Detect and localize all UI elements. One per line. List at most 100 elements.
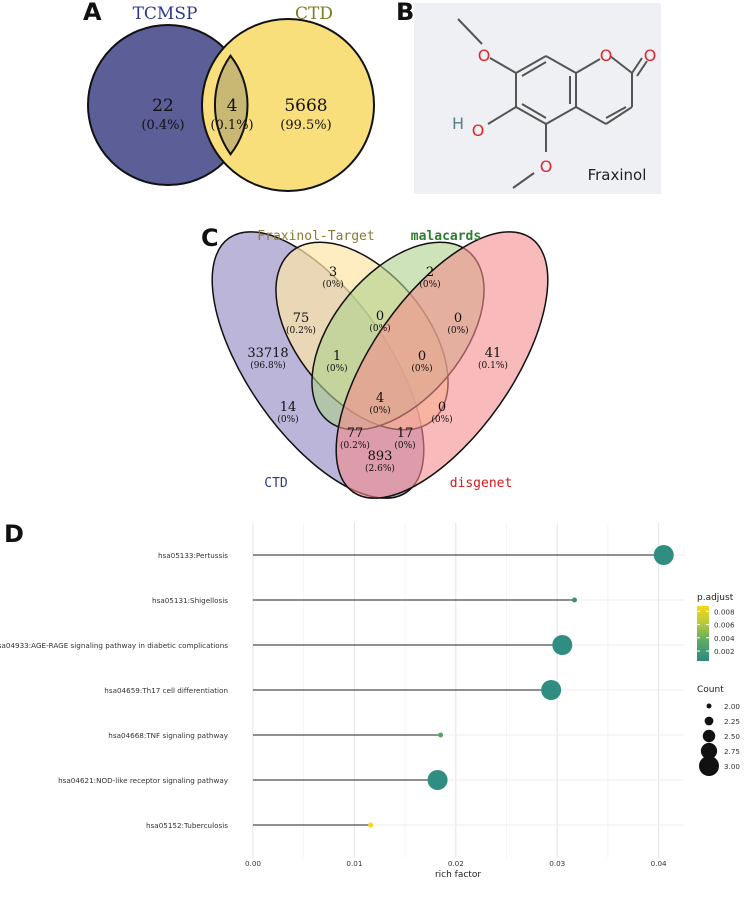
venn4-r-m-dis-pct: (0%) xyxy=(447,325,468,336)
x-tick-label: 0.00 xyxy=(245,859,261,868)
venn4-r-ctd-m-pct: (0%) xyxy=(277,414,298,425)
legend-size-label: 2.00 xyxy=(724,702,740,711)
atom-o-methoxy-bottom: O xyxy=(540,157,553,176)
category-label: hsa04621:NOD-like receptor signaling pat… xyxy=(58,776,229,785)
lollipop-point xyxy=(368,822,374,828)
chart-marks xyxy=(253,545,674,828)
venn4-r-ctd-dis-pct: (2.6%) xyxy=(365,463,395,474)
atom-h-hydroxyl: H xyxy=(452,114,464,133)
legend-color-ticks: 0.008 0.006 0.004 0.002 xyxy=(697,607,735,656)
lollipop-point xyxy=(571,597,577,603)
legend-color-tick-label: 0.004 xyxy=(714,634,735,643)
lollipop-point xyxy=(552,635,573,655)
venn4-r-ft-dis-count: 0 xyxy=(438,400,446,415)
venn4-r-ctd-ft-dis-pct: (0%) xyxy=(394,440,415,451)
venn4-r-m-pct: (0%) xyxy=(419,279,440,290)
panel-c: C Fraxinol-Target malacards CTD disgenet… xyxy=(201,224,549,499)
legend-color-title: p.adjust xyxy=(697,593,734,603)
venn4-r-all-pct: (0%) xyxy=(369,405,390,416)
venn4-r-ctd-m-count: 14 xyxy=(280,400,297,415)
panel-b-letter: B xyxy=(396,0,414,26)
venn4-r-m-count: 2 xyxy=(426,265,434,280)
atom-o-methoxy-top: O xyxy=(478,46,491,65)
venn4-label-fraxinol-target: Fraxinol-Target xyxy=(257,229,374,244)
category-label: hsa04668:TNF signaling pathway xyxy=(108,731,228,740)
venn2-left-count: 22 xyxy=(152,96,174,116)
venn4-r-ctd-ft-dis-count: 17 xyxy=(397,426,414,441)
venn2-middle-count: 4 xyxy=(227,96,238,116)
venn4-r-ft-m-dis-pct: (0%) xyxy=(411,363,432,374)
venn4-r-ft-m-dis-count: 0 xyxy=(418,349,426,364)
venn2-right-count: 5668 xyxy=(284,96,327,116)
venn4-r-ft-pct: (0%) xyxy=(322,279,343,290)
category-label: hsa05131:Shigellosis xyxy=(152,596,228,605)
chart-category-labels: hsa05133:Pertussis hsa05131:Shigellosis hs… xyxy=(0,551,229,830)
atom-o-ring: O xyxy=(600,46,613,65)
venn4-r-all-count: 4 xyxy=(376,391,384,406)
legend-color-bar xyxy=(697,606,709,661)
legend-size-label: 2.25 xyxy=(724,717,740,726)
legend-size-dot xyxy=(706,703,712,709)
venn4-r-ctd-ft-count: 75 xyxy=(293,311,310,326)
venn4-r-ctd-m-dis-pct: (0.2%) xyxy=(340,440,370,451)
venn4-r-dis-pct: (0.1%) xyxy=(478,360,508,371)
venn4-r-ctd-ft-m-count: 1 xyxy=(333,349,341,364)
x-tick-label: 0.01 xyxy=(346,859,362,868)
lollipop-point xyxy=(541,680,562,700)
venn4-r-ctd-m-dis-count: 77 xyxy=(347,426,364,441)
lollipop-point xyxy=(653,545,674,565)
legend-size-dot xyxy=(702,729,716,743)
venn2-left-pct: (0.4%) xyxy=(141,118,184,133)
x-tick-label: 0.03 xyxy=(549,859,565,868)
x-tick-label: 0.02 xyxy=(448,859,464,868)
legend-size-items: 2.00 2.25 2.50 2.75 3.00 xyxy=(699,702,740,776)
venn4-r-ctd-ft-m-pct: (0%) xyxy=(326,363,347,374)
legend-size-dot xyxy=(699,756,719,776)
venn2-circle-ctd xyxy=(201,18,375,192)
venn2-overlap xyxy=(213,54,249,156)
legend-size-dot xyxy=(700,742,718,760)
legend-size-label: 3.00 xyxy=(724,762,740,771)
venn4-r-ft-count: 3 xyxy=(329,265,337,280)
lollipop-point xyxy=(427,770,448,790)
atom-o-carbonyl: O xyxy=(644,46,657,65)
legend-size-label: 2.75 xyxy=(724,747,740,756)
panel-d: D hsa05133:Pertussis hsa05131:Shigellosis… xyxy=(0,520,740,880)
venn4-label-malacards: malacards xyxy=(411,229,481,244)
venn2-right-pct: (99.5%) xyxy=(280,118,331,133)
venn4-label-ctd: CTD xyxy=(264,476,288,491)
category-label: hsa05152:Tuberculosis xyxy=(146,821,228,830)
chart-x-axis-label: rich factor xyxy=(435,870,481,880)
legend-color-tick-label: 0.006 xyxy=(714,621,735,630)
legend-size-title: Count xyxy=(697,685,724,695)
panel-a: A TCMSP CTD 22 (0.4%) 4 (0.1%) 5668 (99.… xyxy=(83,0,375,192)
panel-c-letter: C xyxy=(201,224,219,252)
atom-o-hydroxyl: O xyxy=(472,121,485,140)
venn4-r-ctd-ft-pct: (0.2%) xyxy=(286,325,316,336)
category-label: hsa04659:Th17 cell differentiation xyxy=(104,686,228,695)
venn4-r-m-dis-count: 0 xyxy=(454,311,462,326)
venn2-label-ctd: CTD xyxy=(295,4,333,24)
panel-a-letter: A xyxy=(83,0,102,26)
legend-color-tick-label: 0.008 xyxy=(714,607,735,616)
category-label: hsa04933:AGE-RAGE signaling pathway in d… xyxy=(0,641,228,650)
panel-b: B xyxy=(396,0,661,194)
venn4-r-ft-m-pct: (0%) xyxy=(369,323,390,334)
venn4-r-ctd-count: 33718 xyxy=(247,346,288,361)
legend-size-dot xyxy=(704,716,714,726)
legend-size-label: 2.50 xyxy=(724,732,740,741)
venn4-ellipse-disgenet xyxy=(335,231,549,499)
panel-d-letter: D xyxy=(4,520,24,548)
venn4-r-ctd-pct: (96.8%) xyxy=(250,360,286,371)
venn4-label-disgenet: disgenet xyxy=(450,476,513,491)
compound-name: Fraxinol xyxy=(588,166,647,184)
venn4-r-ft-dis-pct: (0%) xyxy=(431,414,452,425)
venn4-r-ft-m-count: 0 xyxy=(376,309,384,324)
venn2-label-tcmsp: TCMSP xyxy=(133,4,198,24)
category-label: hsa05133:Pertussis xyxy=(158,551,228,560)
venn4-r-ctd-dis-count: 893 xyxy=(368,449,393,464)
venn4-r-dis-count: 41 xyxy=(485,346,502,361)
legend-color-tick-label: 0.002 xyxy=(714,647,735,656)
